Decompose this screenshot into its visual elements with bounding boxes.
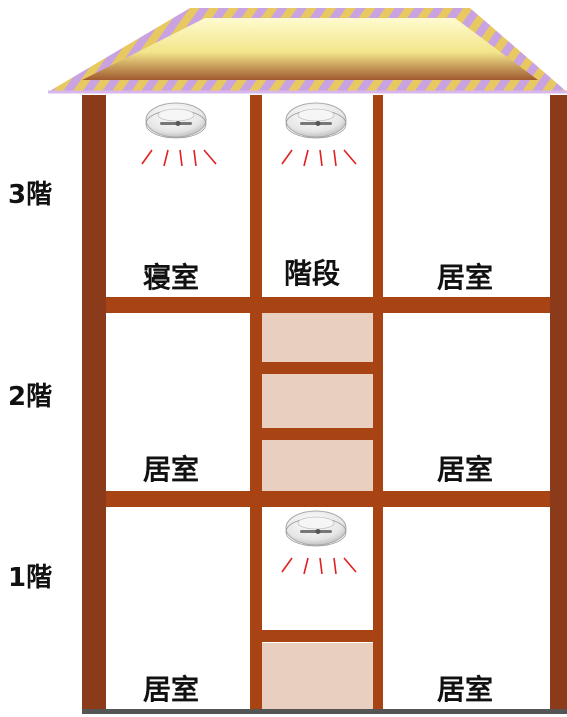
room-label-2-left: 居室 [143, 453, 199, 486]
roof [48, 8, 567, 94]
smoke-detector-icon [141, 102, 217, 167]
smoke-detector-icon [281, 510, 357, 575]
room-label-3-right: 居室 [437, 261, 493, 294]
floor-label-1: 1階 [8, 563, 52, 593]
room-label-1-right: 居室 [437, 673, 493, 706]
staircase [262, 313, 373, 710]
room-label-3-left: 寝室 [143, 261, 199, 294]
room-label-1-left: 居室 [143, 673, 199, 706]
house-frame [82, 95, 567, 714]
room-label-3-middle: 階段 [284, 257, 340, 290]
floor-label-2: 2階 [8, 382, 52, 412]
floor-label-3: 3階 [8, 180, 52, 210]
smoke-detector-icon [281, 102, 357, 167]
room-label-2-right: 居室 [437, 453, 493, 486]
